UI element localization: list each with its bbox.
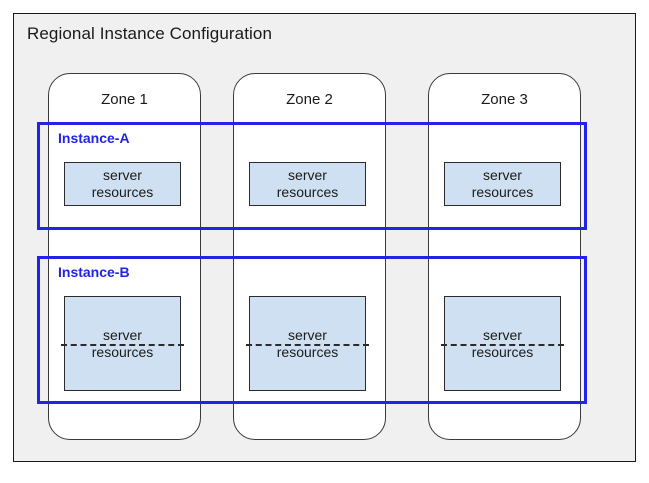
server-resources-box[interactable]: server resources	[441, 296, 564, 391]
server-resources-line1: server	[483, 167, 522, 183]
server-resources-line1: server	[103, 167, 142, 183]
server-resources-line2: resources	[471, 343, 534, 360]
server-resources-line1: server	[288, 326, 327, 343]
server-resources-box[interactable]: server resources	[246, 296, 369, 391]
zone-label-1: Zone 1	[101, 91, 148, 108]
dashed-divider	[246, 343, 369, 346]
server-resources-line2: resources	[91, 343, 154, 360]
instance-band-a[interactable]: Instance-A	[37, 122, 587, 230]
server-resources-box[interactable]: server resources	[64, 162, 181, 206]
server-resources-line1: server	[103, 326, 142, 343]
server-resources-line1: server	[483, 326, 522, 343]
zone-label-3: Zone 3	[481, 91, 528, 108]
instance-label-a: Instance-A	[58, 130, 130, 146]
server-resources-line1: server	[288, 167, 327, 183]
zone-label-2: Zone 2	[286, 91, 333, 108]
instance-band-b[interactable]: Instance-B	[37, 256, 587, 404]
server-resources-box[interactable]: server resources	[249, 162, 366, 206]
dashed-divider	[61, 343, 184, 346]
instance-label-b: Instance-B	[58, 264, 130, 280]
page-title: Regional Instance Configuration	[27, 24, 273, 43]
server-resources-line2: resources	[276, 184, 339, 200]
server-resources-box[interactable]: server resources	[444, 162, 561, 206]
server-resources-line2: resources	[471, 184, 534, 200]
server-resources-line2: resources	[91, 184, 154, 200]
dashed-divider	[441, 343, 564, 346]
server-resources-line2: resources	[276, 343, 339, 360]
server-resources-box[interactable]: server resources	[61, 296, 184, 391]
